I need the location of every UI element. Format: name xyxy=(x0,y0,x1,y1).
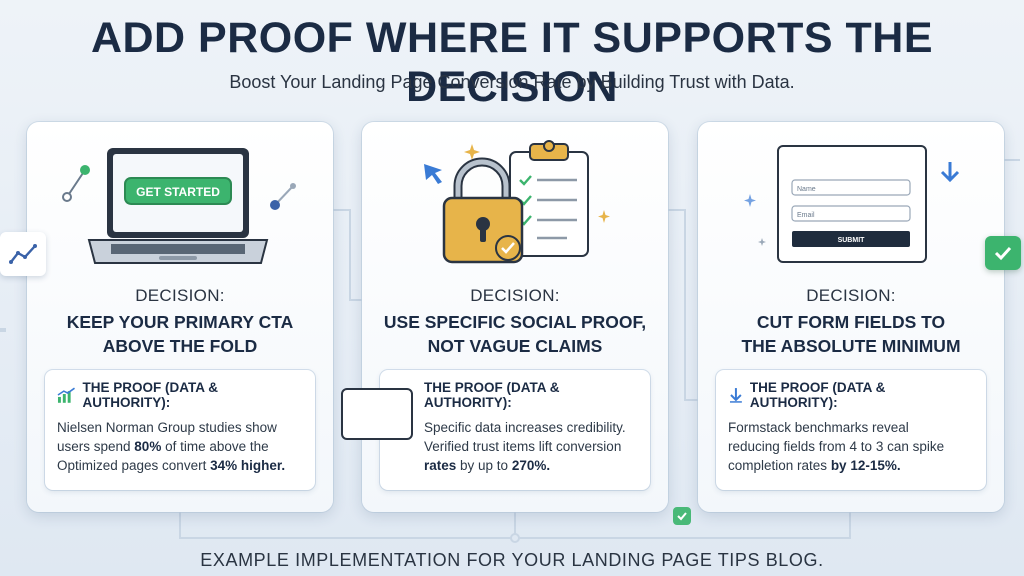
get-started-button: GET STARTED xyxy=(136,185,220,199)
proof-title: THE PROOF (DATA & AUTHORITY): xyxy=(728,380,974,410)
page-title: ADD PROOF WHERE IT SUPPORTS THE DECISION xyxy=(90,14,934,111)
proof-line: completion rates by 12-15%. xyxy=(728,458,901,473)
proof-title-text: THE PROOF (DATA & AUTHORITY): xyxy=(749,380,886,410)
proof-line: Verified trust items lift conversion xyxy=(424,439,622,454)
decision-card-cta: GET STARTED DECISION: KEEP YOUR PRIMARY … xyxy=(27,122,333,512)
proof-title: THE PROOF (DATA & AUTHORITY): xyxy=(57,380,303,410)
proof-box: THE PROOF (DATA & AUTHORITY): Specific d… xyxy=(380,370,650,490)
decision-heading-line1: KEEP YOUR PRIMARY CTA xyxy=(66,312,294,332)
footer-caption: EXAMPLE IMPLEMENTATION FOR YOUR LANDING … xyxy=(200,550,824,570)
proof-title-text: THE PROOF (DATA & AUTHORITY): xyxy=(82,380,218,410)
checkmark-icon xyxy=(985,236,1021,270)
decision-label: DECISION: xyxy=(470,286,560,305)
proof-box: THE PROOF (DATA & AUTHORITY): Formstack … xyxy=(716,370,986,490)
decision-heading: CUT FORM FIELDS TO THE ABSOLUTE MINIMUM xyxy=(710,310,992,358)
proof-line: Optimized pages convert 34% higher. xyxy=(57,458,286,473)
page-subtitle: Boost Your Landing Page Conversion Rate … xyxy=(229,72,795,92)
proof-line: rates by up to 270%. xyxy=(424,458,551,473)
decision-heading-line2: THE ABSOLUTE MINIMUM xyxy=(741,336,961,356)
decision-heading-line2: NOT VAGUE CLAIMS xyxy=(427,336,603,356)
proof-box: THE PROOF (DATA & AUTHORITY): Nielsen No… xyxy=(45,370,315,490)
decision-card-form-fields: Name Email SUBMIT DECISION: CUT FORM FIE… xyxy=(698,122,1004,512)
proof-line: Nielsen Norman Group studies show xyxy=(57,420,277,435)
small-checkmark-icon xyxy=(673,507,691,525)
cursor-arrow-icon xyxy=(424,164,442,184)
decision-label: DECISION: xyxy=(806,286,896,305)
proof-text: Formstack benchmarks reveal reducing fie… xyxy=(728,418,974,475)
proof-line: Formstack benchmarks reveal xyxy=(728,420,909,435)
form-submit-button: SUBMIT xyxy=(838,237,866,244)
line-chart-icon xyxy=(0,232,46,276)
decision-heading-line1: USE SPECIFIC SOCIAL PROOF, xyxy=(383,312,647,332)
decision-heading: KEEP YOUR PRIMARY CTA ABOVE THE FOLD xyxy=(39,310,321,358)
down-arrow-icon xyxy=(729,388,742,403)
proof-line: Specific data increases credibility. xyxy=(424,420,626,435)
proof-line: reducing fields from 4 to 3 can spike xyxy=(728,439,945,454)
lock-clipboard-illustration xyxy=(424,140,610,264)
proof-line: users spend 80% of time above the xyxy=(57,439,269,454)
form-email-field: Email xyxy=(797,212,815,219)
proof-title-text: THE PROOF (DATA & AUTHORITY): xyxy=(424,380,560,410)
laptop-illustration: GET STARTED xyxy=(62,148,296,264)
form-illustration: Name Email SUBMIT xyxy=(744,145,960,263)
proof-text: Nielsen Norman Group studies show users … xyxy=(57,418,303,475)
proof-text: Specific data increases credibility. Ver… xyxy=(424,418,638,475)
down-arrow-icon xyxy=(940,162,960,183)
form-name-field: Name xyxy=(797,186,816,193)
decision-label: DECISION: xyxy=(135,286,225,305)
decision-heading-line2: ABOVE THE FOLD xyxy=(102,336,258,356)
decision-card-social-proof: DECISION: USE SPECIFIC SOCIAL PROOF, NOT… xyxy=(362,122,668,512)
proof-title: THE PROOF (DATA & AUTHORITY): xyxy=(424,380,638,410)
bar-chart-trend-icon xyxy=(57,387,75,403)
decision-heading: USE SPECIFIC SOCIAL PROOF, NOT VAGUE CLA… xyxy=(374,310,656,358)
decision-heading-line1: CUT FORM FIELDS TO xyxy=(756,312,946,332)
blank-placeholder-tile xyxy=(341,388,413,440)
